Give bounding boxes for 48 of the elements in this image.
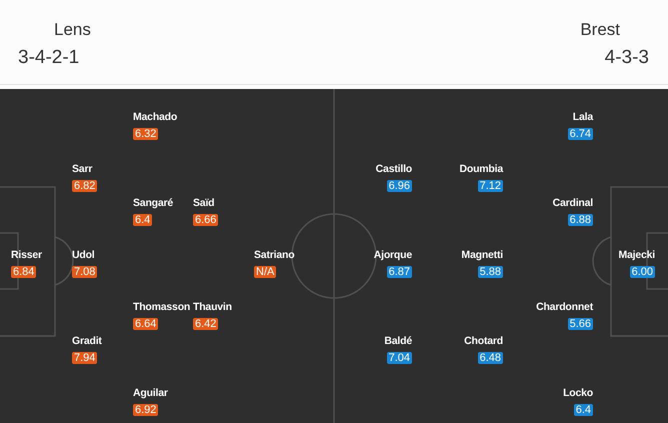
player-rating: 7.94: [72, 352, 98, 364]
player-name: Gradit: [72, 335, 102, 348]
player-name: Lala: [572, 111, 593, 124]
player-rating: N/A: [254, 266, 276, 278]
player-rating: 6.96: [386, 180, 412, 192]
player-name: Sarr: [72, 163, 92, 176]
player-name: Ajorque: [374, 249, 412, 262]
player-name: Baldé: [384, 335, 412, 348]
player-rating: 6.74: [568, 128, 593, 140]
player-rating: 6.4: [133, 214, 152, 226]
player-rating: 6.32: [133, 128, 158, 140]
player-rating: 5.66: [568, 318, 593, 330]
player-name: Doumbia: [459, 163, 503, 176]
player-rating: 6.42: [193, 318, 218, 330]
player-name: Udol: [72, 249, 95, 262]
formation: 3-4-2-1: [18, 48, 80, 67]
player-name: Cardinal: [552, 197, 593, 210]
player-rating: 7.04: [386, 352, 412, 364]
player-name: Machado: [133, 111, 178, 124]
player-rating: 7.12: [478, 180, 503, 192]
player-name: Satriano: [254, 249, 294, 262]
player-rating: 6.48: [478, 352, 503, 364]
player-rating: 6.82: [72, 180, 98, 192]
player-name: Risser: [11, 249, 42, 262]
player-name: Castillo: [376, 163, 412, 176]
player-rating: 6.84: [11, 266, 36, 278]
player-name: Aguilar: [133, 387, 168, 400]
player-rating: 6.64: [133, 318, 158, 330]
player-name: Magnetti: [461, 249, 503, 262]
player-name: Thauvin: [193, 301, 232, 314]
player-rating: 5.88: [478, 266, 503, 278]
team-name: Brest: [580, 21, 620, 38]
player-rating: 6.92: [133, 404, 158, 416]
player-rating: 6.4: [574, 404, 593, 416]
player-rating: 7.08: [72, 266, 98, 278]
formation: 4-3-3: [604, 48, 649, 67]
player-name: Chardonnet: [536, 301, 593, 314]
player-name: Chotard: [464, 335, 503, 348]
player-name: Majecki: [618, 249, 655, 262]
player-rating: 6.66: [193, 214, 218, 226]
player-name: Sangaré: [133, 197, 174, 210]
player-name: Thomasson: [133, 301, 190, 314]
player-rating: 6.87: [386, 266, 412, 278]
player-name: Saïd: [193, 197, 214, 210]
player-rating: 6.88: [568, 214, 593, 226]
player-rating: 6.00: [630, 266, 655, 278]
player-name: Locko: [563, 387, 593, 400]
team-name: Lens: [54, 21, 91, 38]
